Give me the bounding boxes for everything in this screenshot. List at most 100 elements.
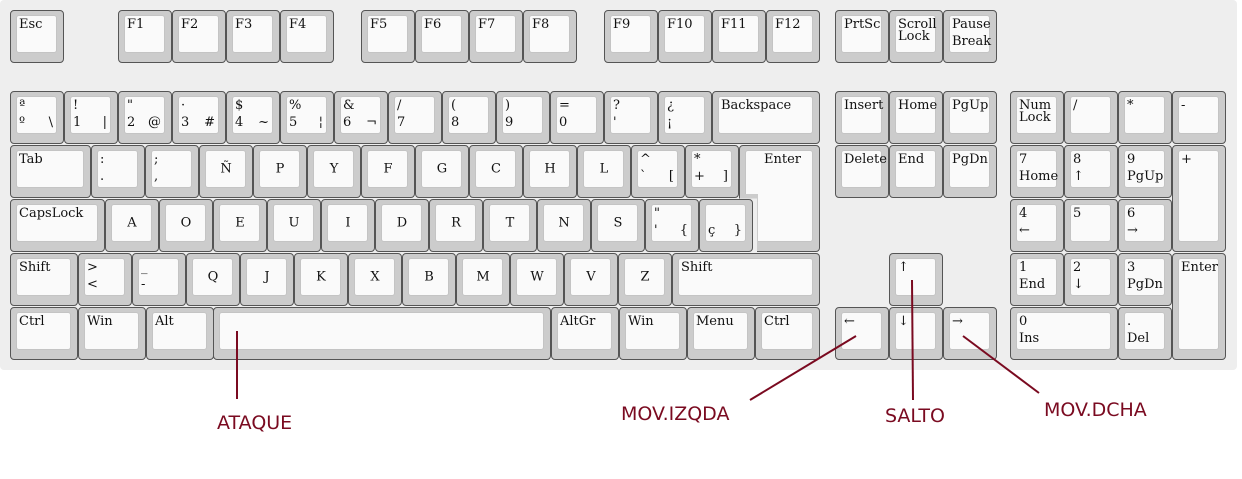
key-semicolon[interactable]: ;, — [145, 145, 199, 198]
key-ccedil[interactable]: ç} — [699, 199, 753, 252]
key-n5[interactable]: %5¦ — [280, 91, 334, 144]
key-home[interactable]: Home — [889, 91, 943, 144]
key-space[interactable] — [213, 307, 551, 360]
key-i[interactable]: I — [321, 199, 375, 252]
key-capslock[interactable]: CapsLock — [10, 199, 105, 252]
key-n9[interactable]: )9 — [496, 91, 550, 144]
key-kpenter[interactable]: Enter — [1172, 253, 1226, 360]
key-minus[interactable]: _- — [132, 253, 186, 306]
key-kpmul[interactable]: * — [1118, 91, 1172, 144]
key-f8[interactable]: F8 — [523, 10, 577, 63]
key-e[interactable]: E — [213, 199, 267, 252]
key-kp6[interactable]: 6→ — [1118, 199, 1172, 252]
key-kpplus[interactable]: + — [1172, 145, 1226, 252]
key-p[interactable]: P — [253, 145, 307, 198]
key-lshift[interactable]: Shift — [10, 253, 78, 306]
key-insert[interactable]: Insert — [835, 91, 889, 144]
key-delete[interactable]: Delete — [835, 145, 889, 198]
key-f4[interactable]: F4 — [280, 10, 334, 63]
key-backspace[interactable]: Backspace — [712, 91, 820, 144]
key-menu[interactable]: Menu — [687, 307, 755, 360]
key-up[interactable]: ↑ — [889, 253, 943, 306]
key-rshift[interactable]: Shift — [672, 253, 820, 306]
key-n8[interactable]: (8 — [442, 91, 496, 144]
key-rctrl[interactable]: Ctrl — [755, 307, 820, 360]
key-f5[interactable]: F5 — [361, 10, 415, 63]
key-f12[interactable]: F12 — [766, 10, 820, 63]
key-f1[interactable]: F1 — [118, 10, 172, 63]
key-f[interactable]: F — [361, 145, 415, 198]
key-down[interactable]: ↓ — [889, 307, 943, 360]
key-quote[interactable]: "'{ — [645, 199, 699, 252]
key-n[interactable]: N — [537, 199, 591, 252]
key-w[interactable]: W — [510, 253, 564, 306]
key-rwin[interactable]: Win — [619, 307, 687, 360]
key-v[interactable]: V — [564, 253, 618, 306]
key-right[interactable]: → — [943, 307, 997, 360]
key-kpdiv[interactable]: / — [1064, 91, 1118, 144]
key-s[interactable]: S — [591, 199, 645, 252]
key-b[interactable]: B — [402, 253, 456, 306]
key-t[interactable]: T — [483, 199, 537, 252]
key-kp8[interactable]: 8↑ — [1064, 145, 1118, 198]
key-prtsc[interactable]: PrtSc — [835, 10, 889, 63]
key-f10[interactable]: F10 — [658, 10, 712, 63]
key-n0[interactable]: =0 — [550, 91, 604, 144]
key-kpdot[interactable]: .Del — [1118, 307, 1172, 360]
key-g[interactable]: G — [415, 145, 469, 198]
key-h[interactable]: H — [523, 145, 577, 198]
key-lctrl[interactable]: Ctrl — [10, 307, 78, 360]
key-z[interactable]: Z — [618, 253, 672, 306]
key-r[interactable]: R — [429, 199, 483, 252]
key-m[interactable]: M — [456, 253, 510, 306]
key-kp5[interactable]: 5 — [1064, 199, 1118, 252]
key-iexcl[interactable]: ¿¡ — [658, 91, 712, 144]
key-tab[interactable]: Tab — [10, 145, 91, 198]
key-scrolllock[interactable]: Scroll Lock — [889, 10, 943, 63]
key-n7[interactable]: /7 — [388, 91, 442, 144]
key-left[interactable]: ← — [835, 307, 889, 360]
key-pgup[interactable]: PgUp — [943, 91, 997, 144]
key-f6[interactable]: F6 — [415, 10, 469, 63]
key-n4[interactable]: $4~ — [226, 91, 280, 144]
key-pgdn[interactable]: PgDn — [943, 145, 997, 198]
key-f9[interactable]: F9 — [604, 10, 658, 63]
key-circ[interactable]: ^`[ — [631, 145, 685, 198]
key-numlock[interactable]: Num Lock — [1010, 91, 1064, 144]
key-esc[interactable]: Esc — [10, 10, 64, 63]
key-f3[interactable]: F3 — [226, 10, 280, 63]
key-colon[interactable]: :. — [91, 145, 145, 198]
key-l[interactable]: L — [577, 145, 631, 198]
key-kpminus[interactable]: - — [1172, 91, 1226, 144]
key-ntilde[interactable]: Ñ — [199, 145, 253, 198]
key-lwin[interactable]: Win — [78, 307, 146, 360]
key-d[interactable]: D — [375, 199, 429, 252]
key-kp2[interactable]: 2↓ — [1064, 253, 1118, 306]
key-n1[interactable]: !1| — [64, 91, 118, 144]
key-n2[interactable]: "2@ — [118, 91, 172, 144]
key-k[interactable]: K — [294, 253, 348, 306]
key-q[interactable]: Q — [186, 253, 240, 306]
key-c[interactable]: C — [469, 145, 523, 198]
key-lalt[interactable]: Alt — [146, 307, 214, 360]
key-y[interactable]: Y — [307, 145, 361, 198]
key-j[interactable]: J — [240, 253, 294, 306]
key-f2[interactable]: F2 — [172, 10, 226, 63]
key-apos[interactable]: ?' — [604, 91, 658, 144]
key-n3[interactable]: ·3# — [172, 91, 226, 144]
key-a[interactable]: A — [105, 199, 159, 252]
key-f7[interactable]: F7 — [469, 10, 523, 63]
key-plus[interactable]: *+] — [685, 145, 739, 198]
key-n6[interactable]: &6¬ — [334, 91, 388, 144]
key-kp4[interactable]: 4← — [1010, 199, 1064, 252]
key-o[interactable]: O — [159, 199, 213, 252]
key-x[interactable]: X — [348, 253, 402, 306]
key-altgr[interactable]: AltGr — [551, 307, 619, 360]
